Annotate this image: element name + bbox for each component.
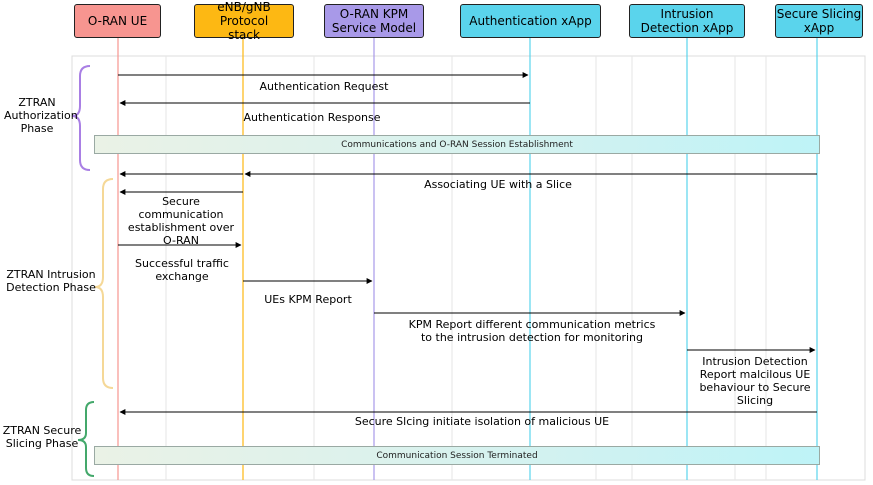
band-label: Communication Session Terminated <box>376 450 538 461</box>
participant-slicing-xapp: Secure Slicing xApp <box>775 4 863 38</box>
message-label-isolation: Secure Slcing initiate isolation of mali… <box>354 415 610 428</box>
phase-label-authorization: ZTRAN Authorization Phase <box>4 96 78 135</box>
diagram-frame <box>71 55 866 481</box>
band-session-establishment: Communications and O-RAN Session Establi… <box>94 135 820 154</box>
message-label-auth-request: Authentication Request <box>259 80 389 93</box>
phase-label-slicing: ZTRAN Secure Slicing Phase <box>2 424 82 450</box>
band-session-terminated: Communication Session Terminated <box>94 446 820 465</box>
message-label-auth-response: Authentication Response <box>243 111 381 124</box>
message-label-ids-to-slicing: Intrusion Detection Report malcilous UE … <box>699 355 811 407</box>
grid-lines <box>165 56 767 480</box>
message-label-traffic-exchange: Successful traffic exchange <box>135 257 229 283</box>
participant-label: Authentication xApp <box>469 14 592 28</box>
participant-label: Intrusion Detection xApp <box>640 7 734 35</box>
participant-label: eNB/gNB Protocol stack <box>217 0 271 42</box>
participant-kpm: O-RAN KPM Service Model <box>324 4 424 38</box>
participant-label: O-RAN KPM Service Model <box>331 7 417 35</box>
participant-enb-gnb: eNB/gNB Protocol stack <box>194 0 294 42</box>
brace-slicing <box>77 401 95 477</box>
participant-oran-ue: O-RAN UE <box>74 4 161 38</box>
band-label: Communications and O-RAN Session Establi… <box>341 139 573 150</box>
message-label-associating-slice: Associating UE with a Slice <box>424 178 572 191</box>
participant-ids-xapp: Intrusion Detection xApp <box>629 4 745 38</box>
brace-intrusion <box>94 178 114 389</box>
message-label-kpm-report: UEs KPM Report <box>264 293 352 306</box>
lifelines <box>117 38 818 480</box>
brace-authorization <box>71 65 91 171</box>
participant-label: O-RAN UE <box>87 14 148 28</box>
message-label-secure-comm: Secure communication establishment over … <box>127 195 235 247</box>
participant-label: Secure Slicing xApp <box>776 7 862 35</box>
message-label-kpm-to-ids: KPM Report different communication metri… <box>408 318 656 344</box>
participant-auth-xapp: Authentication xApp <box>460 4 601 38</box>
phase-label-intrusion: ZTRAN Intrusion Detection Phase <box>6 268 96 294</box>
